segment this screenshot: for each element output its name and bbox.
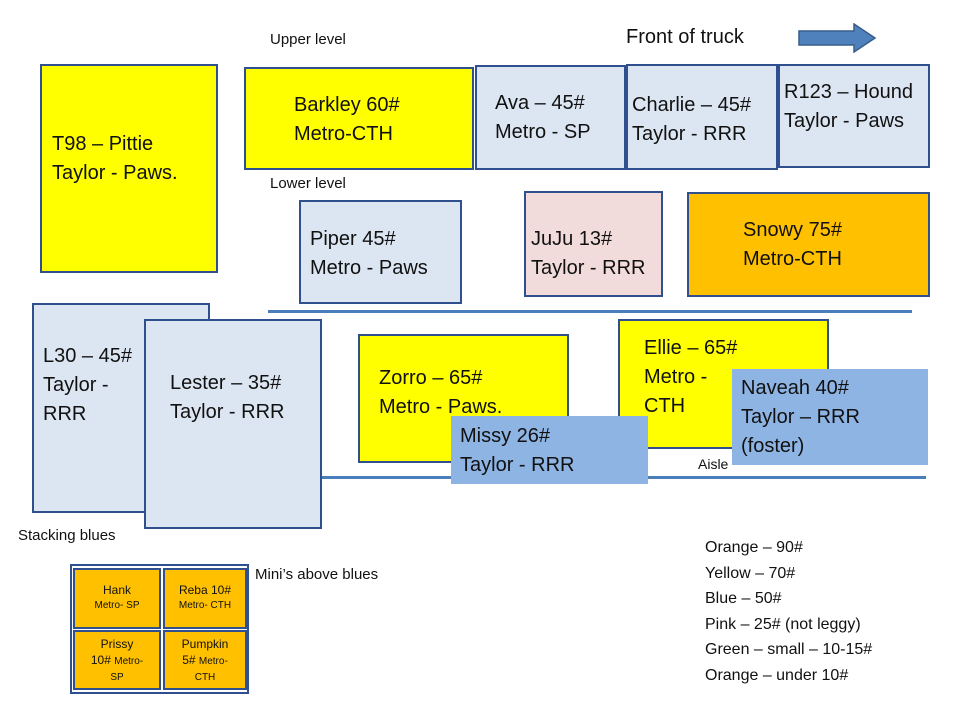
mini-pumpkin-weight: 5# [182,653,196,667]
mini-pumpkin-name: Pumpkin [181,637,229,651]
mini-pumpkin: Pumpkin 5# Metro- CTH [163,630,247,690]
weight-legend: Orange – 90# Yellow – 70# Blue – 50# Pin… [705,535,872,688]
crate-l30-owner: Taylor - [43,374,109,396]
crate-r123-owner: Taylor - Paws [784,110,905,132]
mini-prissy: Prissy 10# Metro- SP [73,630,161,690]
mini-pumpkin-rescue: CTH [194,672,216,683]
crate-naveah-name: Naveah 40# [741,377,849,399]
mini-prissy-org: Metro- [114,656,144,667]
mini-prissy-rescue: SP [110,672,124,683]
crate-lester-owner: Taylor - RRR [170,401,285,423]
crate-barkley-owner: Metro-CTH [294,123,393,145]
legend-item: Blue – 50# [705,590,782,607]
aisle-upper-line [268,310,912,313]
crate-l30-name: L30 – 45# [43,345,132,367]
crate-ava-owner: Metro - SP [495,121,591,143]
crate-snowy: Snowy 75# Metro-CTH [687,192,930,297]
crate-r123: R123 – Hound Taylor - Paws [778,64,930,168]
mini-prissy-weight: 10# [90,653,111,667]
crate-naveah-note: (foster) [741,435,805,457]
crate-barkley-name: Barkley 60# [294,94,400,116]
mini-reba: Reba 10# Metro- CTH [163,568,247,629]
crate-ava-name: Ava – 45# [495,92,585,114]
mini-reba-owner: Metro- CTH [178,600,232,611]
crate-ellie-name: Ellie – 65# [644,337,738,359]
mini-hank: Hank Metro- SP [73,568,161,629]
crate-missy: Missy 26# Taylor - RRR [451,416,648,484]
crate-piper-owner: Metro - Paws [310,257,428,279]
crate-ellie-rescue: CTH [644,395,686,417]
crate-missy-owner: Taylor - RRR [460,454,575,476]
crate-charlie-name: Charlie – 45# [632,94,751,116]
crate-barkley: Barkley 60# Metro-CTH [244,67,474,170]
crate-lester: Lester – 35# Taylor - RRR [144,319,322,529]
crate-snowy-name: Snowy 75# [743,219,842,241]
legend-item: Green – small – 10-15# [705,641,873,658]
lower-level-label: Lower level [270,175,346,192]
mini-pumpkin-org: Metro- [198,656,228,667]
mini-prissy-name: Prissy [100,637,134,651]
aisle-label: Aisle [698,456,729,472]
crate-ava: Ava – 45# Metro - SP [475,65,626,170]
legend-item: Orange – under 10# [705,666,849,684]
mini-hank-owner: Metro- SP [94,600,140,611]
crate-l30-rescue: RRR [43,403,87,425]
legend-item: Yellow – 70# [705,564,796,582]
crate-juju-name: JuJu 13# [531,228,613,250]
crate-snowy-owner: Metro-CTH [743,248,842,270]
minis-stack: Hank Metro- SP Reba 10# Metro- CTH Priss… [70,564,249,694]
crate-piper: Piper 45# Metro - Paws [299,200,462,304]
minis-above-blues-label: Mini’s above blues [255,566,379,583]
right-arrow-icon [798,23,877,53]
upper-level-label: Upper level [270,31,346,48]
crate-charlie-owner: Taylor - RRR [632,123,747,145]
stacking-blues-label: Stacking blues [18,527,116,544]
crate-t98: T98 – Pittie Taylor - Paws. [40,64,218,273]
mini-hank-name: Hank [102,583,131,597]
crate-juju-owner: Taylor - RRR [531,257,646,279]
crate-missy-name: Missy 26# [460,425,551,447]
mini-reba-name: Reba 10# [178,583,232,597]
crate-t98-owner: Taylor - Paws. [52,162,178,184]
crate-zorro-name: Zorro – 65# [379,367,483,389]
crate-lester-name: Lester – 35# [170,372,282,394]
crate-zorro-owner: Metro - Paws. [379,396,503,418]
crate-naveah: Naveah 40# Taylor – RRR (foster) [732,369,928,465]
crate-piper-name: Piper 45# [310,228,396,250]
crate-ellie-owner: Metro - [644,366,708,388]
legend-item: Orange – 90# [705,539,803,556]
crate-r123-name: R123 – Hound [784,81,913,103]
legend-item: Pink – 25# (not leggy) [705,615,861,633]
crate-charlie: Charlie – 45# Taylor - RRR [626,64,778,170]
crate-juju: JuJu 13# Taylor - RRR [524,191,663,297]
crate-t98-name: T98 – Pittie [52,133,154,155]
front-of-truck-label: Front of truck [626,26,744,48]
crate-naveah-owner: Taylor – RRR [741,406,860,428]
